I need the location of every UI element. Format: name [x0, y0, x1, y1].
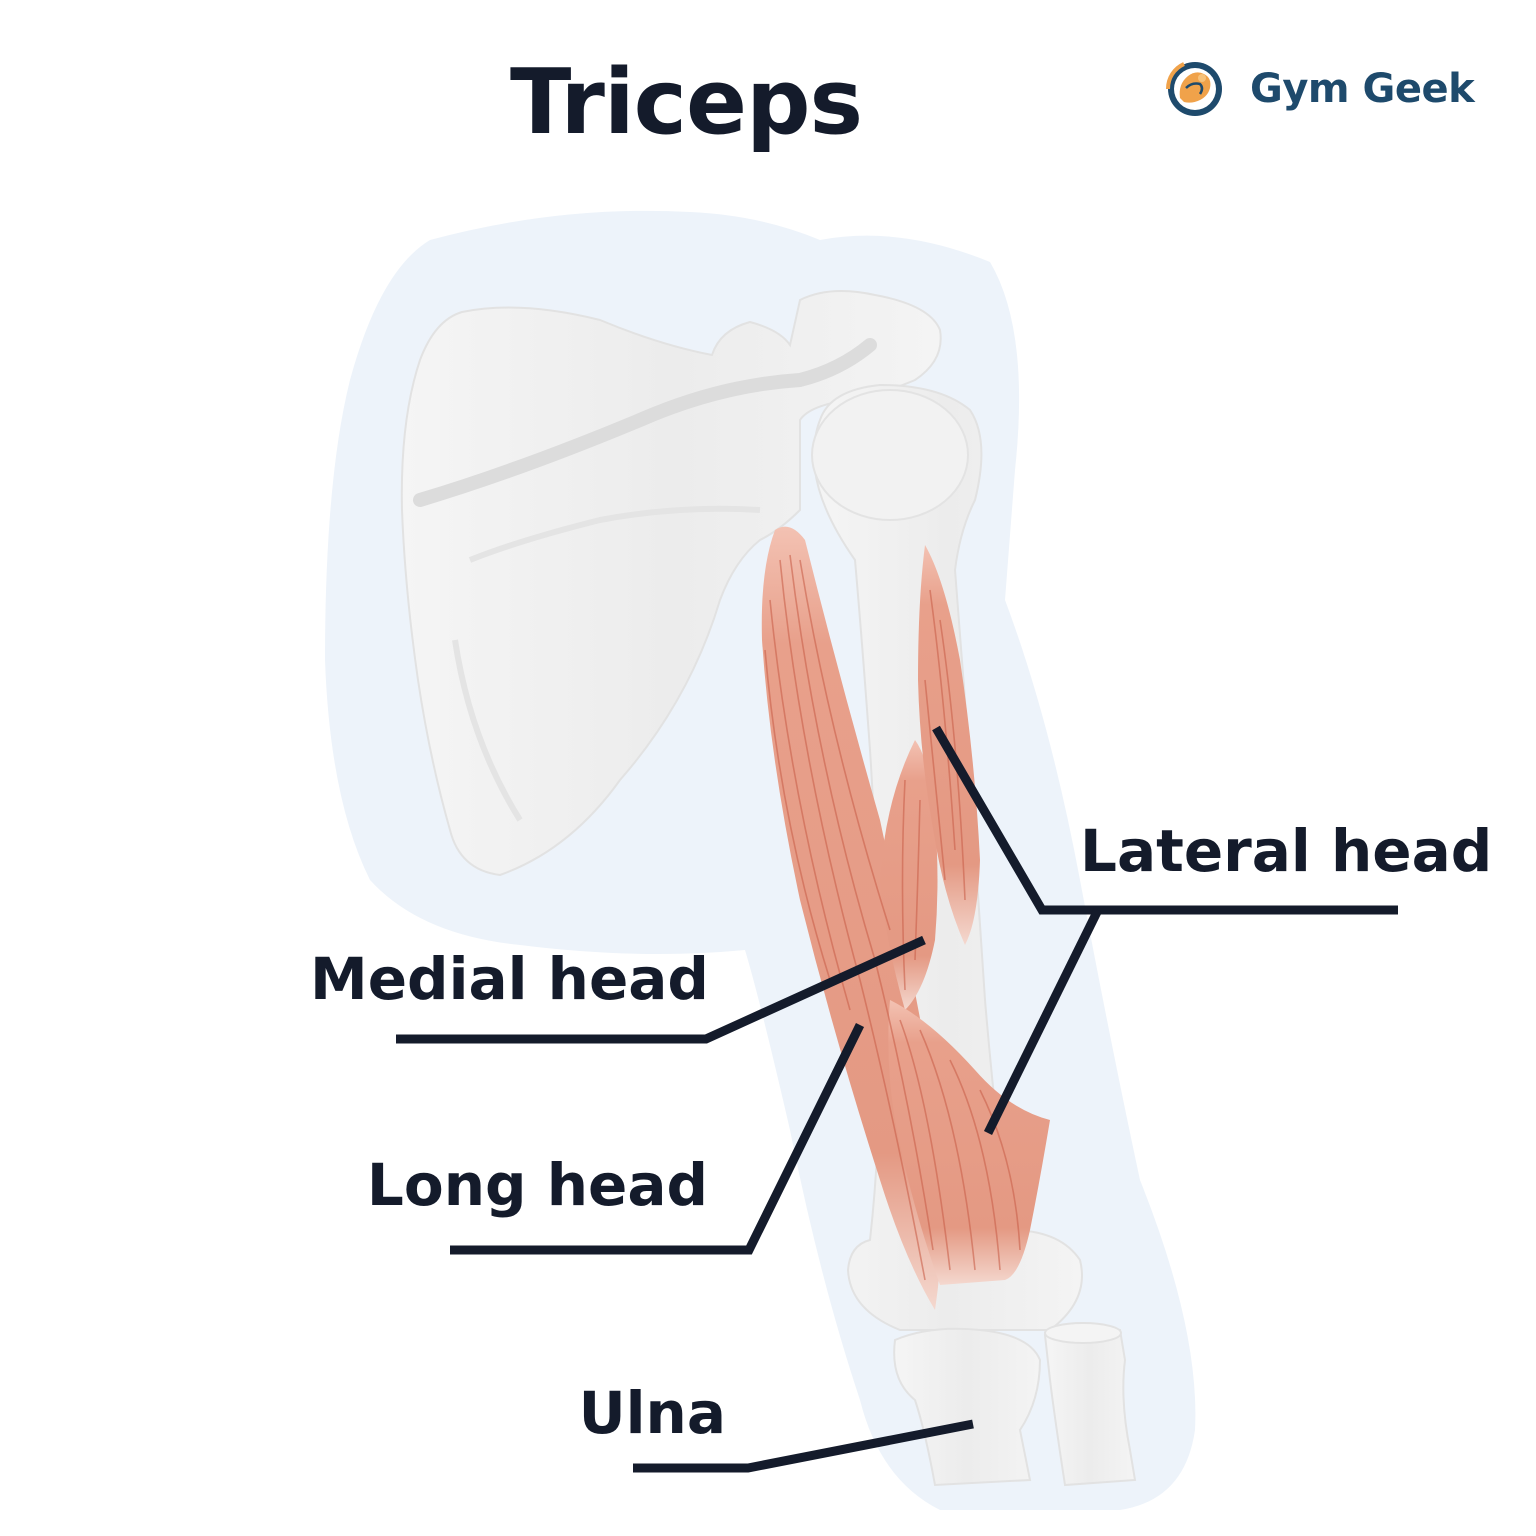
lateral-head-branch-line	[983, 908, 1103, 1135]
leader-lines	[396, 725, 1398, 1473]
diagram-title: Triceps	[509, 50, 863, 155]
medial-head-leader-line	[396, 935, 926, 1044]
ulna-label: Ulna	[578, 1379, 726, 1447]
flexing-mascot-icon	[1165, 62, 1222, 116]
humerus-head	[811, 389, 969, 521]
ulna-leader-line	[633, 1419, 974, 1473]
long-head-leader-line	[450, 1023, 865, 1255]
brand-logo-group: Gym Geek	[1164, 56, 1494, 122]
scapula-bone	[400, 290, 942, 877]
brand-name: Gym Geek	[1250, 66, 1475, 112]
long-head-label: Long head	[366, 1151, 708, 1219]
scapula-inner-ridge	[452, 505, 761, 822]
lateral-head-leader-line	[932, 725, 1398, 915]
medial-head-label: Medial head	[310, 945, 709, 1013]
muscle-fiber-lines	[764, 554, 1021, 1281]
radius-head	[1044, 1322, 1122, 1344]
lateral-head-label: Lateral head	[1080, 817, 1493, 885]
ulna-bone	[893, 1327, 1042, 1487]
lateral-head-distal-muscle	[888, 1000, 1050, 1285]
scapula-spine	[413, 338, 877, 507]
